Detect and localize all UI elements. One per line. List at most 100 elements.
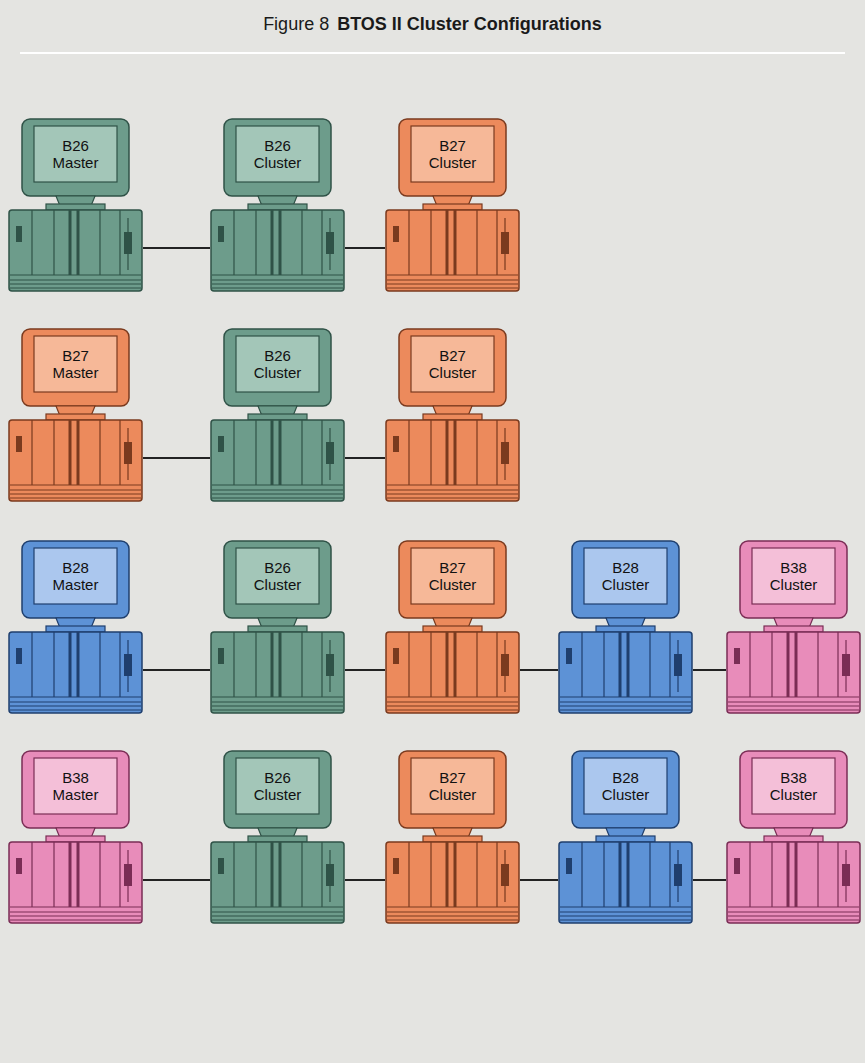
monitor-case (22, 119, 129, 196)
screen-area: B27 Master (34, 336, 117, 392)
screen-area: B27 Cluster (411, 126, 494, 182)
drive-slot (16, 436, 22, 452)
vent-line (10, 702, 141, 703)
figure-number: Figure 8 (263, 14, 329, 35)
vent-line (10, 490, 141, 491)
switch-knob (326, 442, 334, 464)
panel-line (581, 842, 582, 907)
monitor-case (399, 329, 506, 406)
system-unit (559, 842, 692, 923)
workstation: B27 Master (8, 328, 143, 503)
panel-line (255, 210, 256, 275)
screen-area: B38 Master (34, 758, 117, 814)
screen-label: B28 Cluster (595, 559, 657, 594)
panel-line (603, 842, 604, 907)
panel-line (255, 420, 256, 485)
monitor-case (399, 541, 506, 618)
monitor-stand (596, 626, 655, 632)
monitor-stand (596, 836, 655, 842)
screen-label: B27 Master (45, 347, 107, 382)
panel-line (619, 842, 622, 907)
panel-line (817, 842, 818, 907)
vent-line (560, 912, 691, 913)
vent-line (10, 280, 141, 281)
switch-knob (501, 442, 509, 464)
vent-line (728, 710, 859, 711)
workstation: B28 Master (8, 540, 143, 715)
monitor-screen (236, 126, 319, 182)
panel-line (69, 420, 72, 485)
panel-line (279, 420, 282, 485)
monitor-case (224, 329, 331, 406)
workstation: B26 Cluster (210, 750, 345, 925)
vent-line (387, 916, 518, 917)
system-unit (727, 842, 860, 923)
vent-line (728, 920, 859, 921)
cluster-cable (345, 247, 385, 249)
vent-line (387, 498, 518, 499)
vent-line (10, 920, 141, 921)
vent-line (387, 485, 518, 486)
monitor-screen (411, 758, 494, 814)
panel-line (301, 632, 302, 697)
screen-area: B27 Cluster (411, 758, 494, 814)
panel-line (53, 842, 54, 907)
panel-line (279, 842, 282, 907)
switch-knob (124, 232, 132, 254)
workstation: B38 Cluster (726, 750, 861, 925)
system-unit (211, 420, 344, 501)
panel-line (669, 632, 670, 697)
panel-line (301, 420, 302, 485)
system-unit (9, 210, 142, 291)
vent-line (560, 710, 691, 711)
monitor-stand (248, 836, 307, 842)
panel-line (408, 420, 409, 485)
cluster-cable (143, 669, 210, 671)
drive-slot (218, 858, 224, 874)
monitor-screen (752, 758, 835, 814)
vent-line (212, 710, 343, 711)
panel-line (649, 632, 650, 697)
panel-line (233, 420, 234, 485)
vent-line (387, 702, 518, 703)
vent-line (212, 485, 343, 486)
system-unit (386, 210, 519, 291)
system-unit (559, 632, 692, 713)
cluster-cable (520, 879, 558, 881)
workstation: B26 Cluster (210, 118, 345, 293)
screen-label: B26 Cluster (247, 347, 309, 382)
workstation: B27 Cluster (385, 118, 520, 293)
cluster-cable (143, 457, 210, 459)
switch-knob (326, 654, 334, 676)
panel-line (496, 210, 497, 275)
monitor-stand (46, 414, 105, 420)
vent-line (10, 275, 141, 276)
panel-line (430, 420, 431, 485)
panel-line (649, 842, 650, 907)
switch-knob (326, 232, 334, 254)
monitor-stand (423, 204, 482, 210)
screen-label: B27 Cluster (422, 559, 484, 594)
panel-line (31, 210, 32, 275)
panel-line (454, 420, 457, 485)
monitor-screen (411, 548, 494, 604)
vent-line (387, 284, 518, 285)
vent-line (387, 912, 518, 913)
vent-line (212, 275, 343, 276)
vent-line (10, 912, 141, 913)
vent-line (212, 702, 343, 703)
panel-line (476, 632, 477, 697)
monitor-stand (248, 204, 307, 210)
switch-knob (674, 654, 682, 676)
vent-line (387, 907, 518, 908)
system-unit (727, 632, 860, 713)
panel-line (271, 632, 274, 697)
panel-line (496, 842, 497, 907)
vent-line (10, 907, 141, 908)
vent-line (10, 697, 141, 698)
workstation: B26 Master (8, 118, 143, 293)
switch-knob (124, 654, 132, 676)
vent-line (212, 907, 343, 908)
monitor-screen (411, 336, 494, 392)
panel-line (99, 632, 100, 697)
